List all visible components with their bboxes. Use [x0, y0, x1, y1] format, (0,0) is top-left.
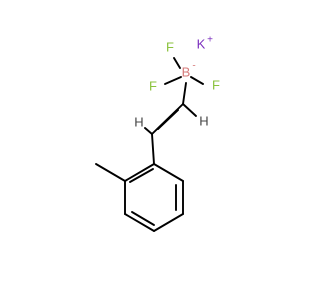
fluorine-top-label: F [166, 39, 174, 54]
vinyl-hydrogen-left-label: H [134, 114, 143, 129]
ring-bond-3 [153, 213, 184, 232]
bond-b-f-left [164, 76, 182, 85]
ring-bond-1 [153, 163, 184, 182]
bond-vinyl-h-right [182, 103, 197, 117]
ring-bond-6 [124, 163, 155, 182]
potassium-charge: + [207, 35, 213, 46]
ring-inner-double-3 [131, 211, 155, 226]
bond-vinyl-ring [151, 133, 155, 165]
bonds [95, 57, 204, 232]
bond-b-f-right [190, 76, 204, 85]
bond-b-f-top [173, 57, 181, 69]
bond-vinyl-h-left [144, 127, 153, 135]
potassium-label: K [197, 36, 206, 51]
bond-vinyl-double-b [157, 109, 179, 130]
boron-charge: - [192, 61, 195, 72]
molecule-structure: K + F B - F F H H [95, 35, 220, 232]
ring-inner-double-1 [129, 168, 154, 183]
fluorine-right-label: F [212, 77, 220, 92]
ring-bond-4 [124, 213, 155, 232]
atom-labels: K + F B - F F H H [134, 35, 220, 130]
fluorine-left-label: F [149, 78, 157, 93]
boron-label: B [182, 64, 191, 79]
bond-methyl [95, 163, 126, 182]
structure-canvas: K + F B - F F H H [95, 34, 221, 232]
bond-b-vinyl-c [182, 82, 187, 105]
vinyl-hydrogen-right-label: H [199, 113, 208, 128]
